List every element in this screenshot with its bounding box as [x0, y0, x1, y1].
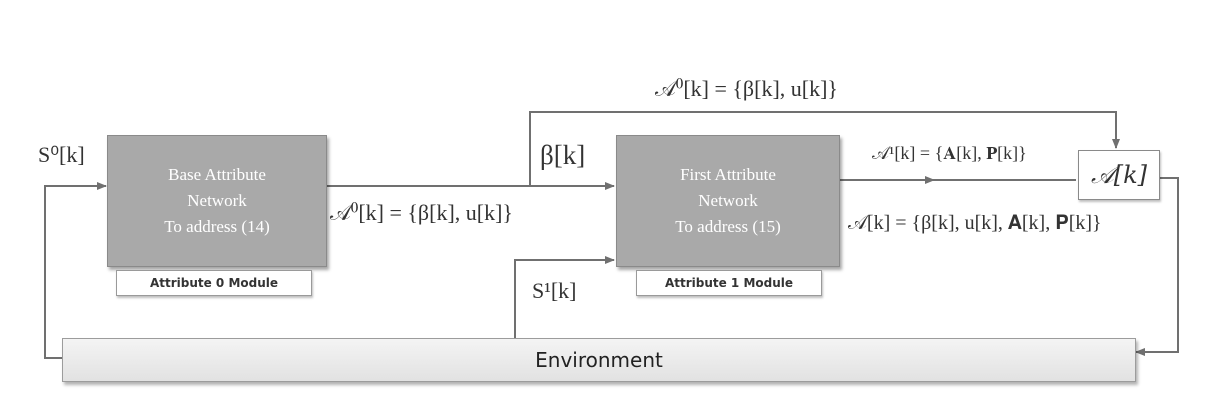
base-block-line2: Network [187, 191, 247, 210]
base-block-line3: To address (14) [164, 217, 270, 236]
s1-label: S¹[k] [532, 278, 577, 303]
a1-label: 𝒜¹[k] = {𝐀[k], 𝐏[k]} [872, 143, 1027, 163]
a0-bypass-wire [529, 111, 1120, 186]
s0-feedback-wire [44, 182, 107, 359]
s0-label: S⁰[k] [38, 142, 85, 167]
s1-wire [514, 256, 615, 338]
first-block-line3: To address (15) [675, 217, 781, 236]
a-full-label: 𝒜[k] = {β[k], u[k], 𝐀[k], 𝐏[k]} [848, 212, 1102, 234]
attribute-0-module-label: Attribute 0 Module [116, 270, 312, 296]
attribute-1-module-label: Attribute 1 Module [636, 270, 822, 296]
base-block-line1: Base Attribute [168, 165, 266, 184]
base-attribute-network-block: Base Attribute Network To address (14) [107, 135, 327, 267]
beta-label: β[k] [540, 140, 586, 170]
a0-mid-label: 𝒜⁰[k] = {β[k], u[k]} [330, 200, 513, 225]
output-to-env-wire [1135, 177, 1179, 356]
first-block-line1: First Attribute [680, 165, 776, 184]
first-attribute-network-block: First Attribute Network To address (15) [616, 135, 840, 267]
environment-block: Environment [62, 338, 1136, 382]
a0-top-label: 𝒜⁰[k] = {β[k], u[k]} [655, 76, 838, 101]
first-block-line2: Network [698, 191, 758, 210]
output-attribute-box: 𝒜[k] [1078, 150, 1160, 200]
